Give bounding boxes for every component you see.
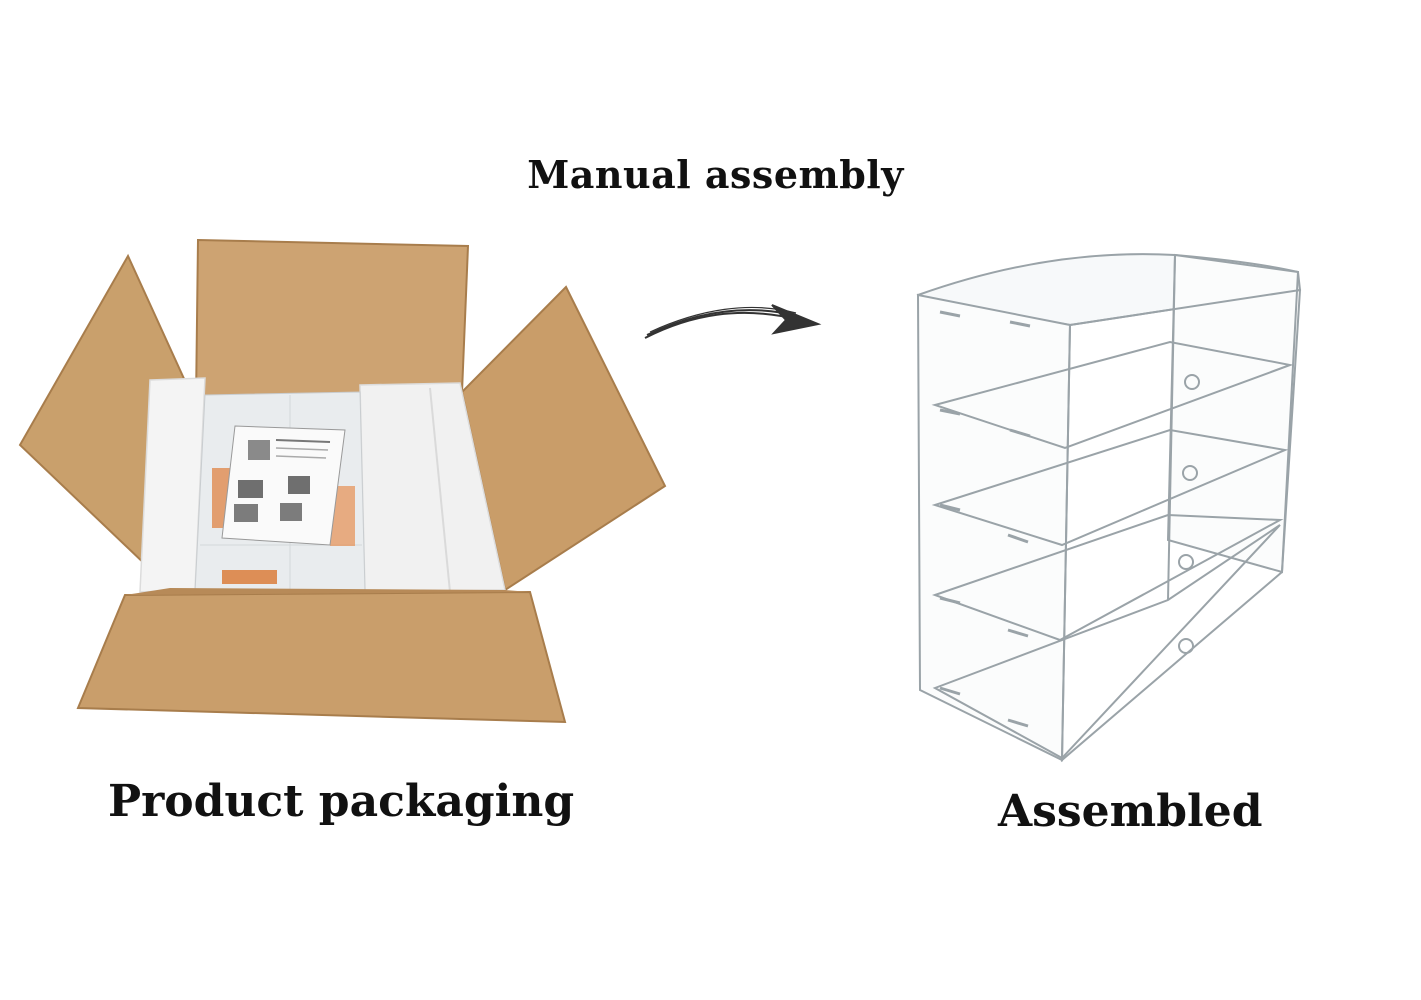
caption-assembled: Assembled: [998, 786, 1263, 837]
curved-arrow-icon: [644, 304, 822, 339]
caption-product-packaging: Product packaging: [108, 776, 575, 827]
acrylic-display-cabinet-image: [916, 253, 1302, 763]
open-cardboard-box-image: [18, 238, 667, 724]
title-manual-assembly: Manual assembly: [527, 152, 904, 197]
